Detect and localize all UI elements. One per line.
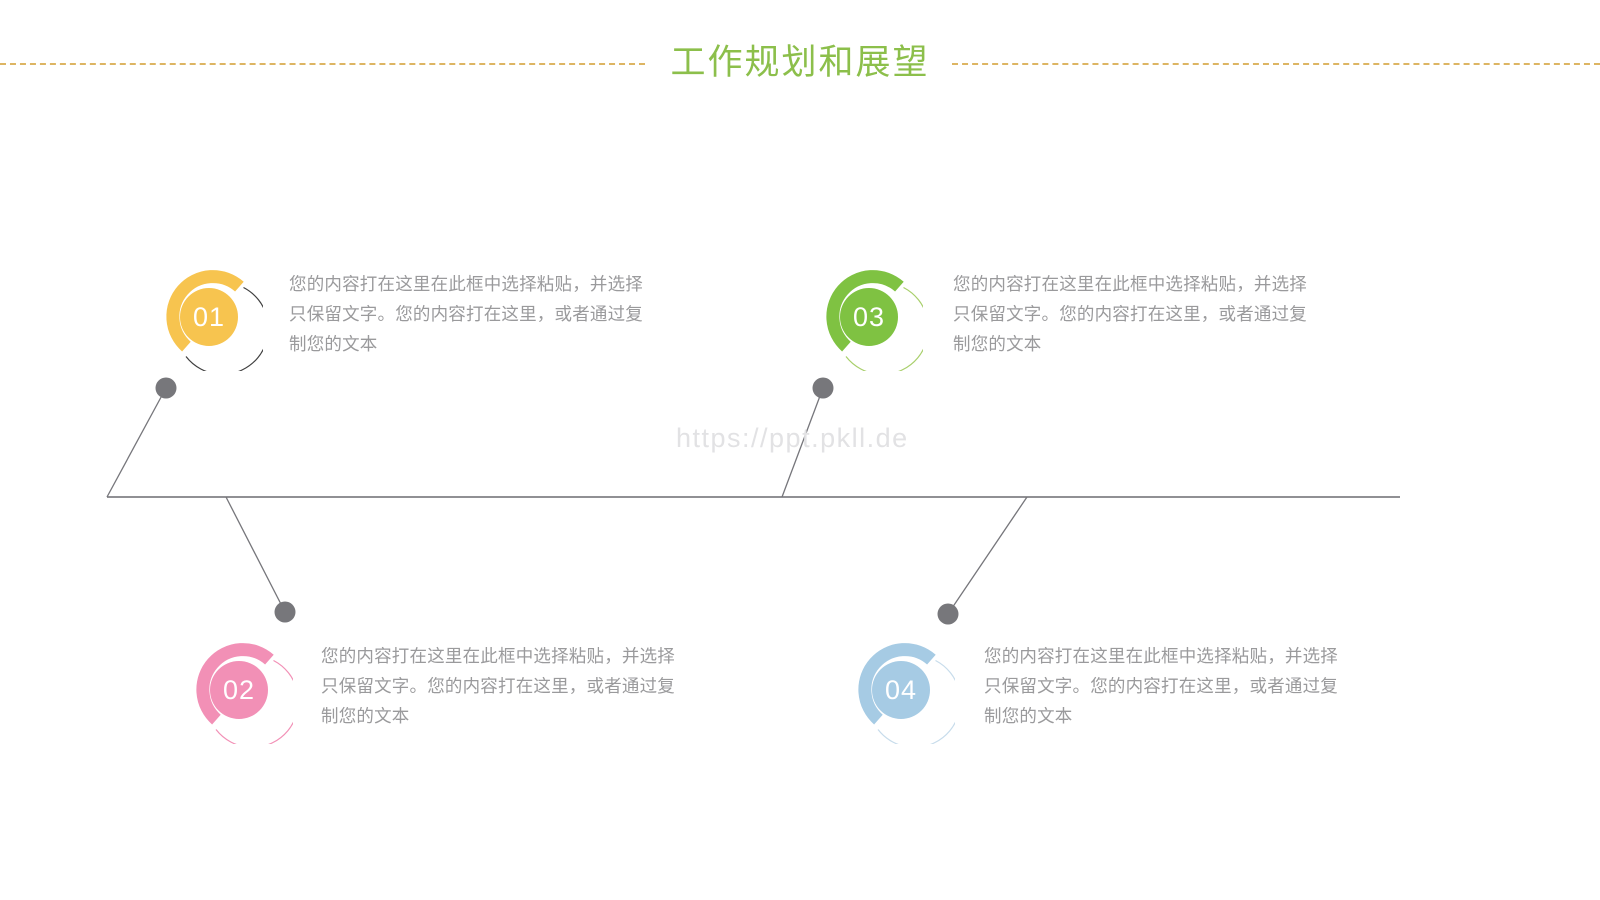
badge-disc-01 — [180, 288, 238, 346]
connector-dot-01 — [155, 377, 177, 399]
badge-outline-arc-02 — [215, 659, 293, 744]
badge-ring-arc-01 — [166, 270, 244, 352]
badge-disc-02 — [210, 661, 268, 719]
badge-ring-arc-02 — [196, 643, 274, 725]
badge-ring-arc-04 — [858, 643, 936, 725]
connector-diagonal-03 — [781, 387, 824, 498]
item-text-03: 您的内容打在这里在此框中选择粘贴，并选择只保留文字。您的内容打在这里，或者通过复… — [953, 274, 1307, 354]
connector-diagonal-02 — [225, 496, 286, 613]
badge-disc-03 — [840, 288, 898, 346]
item-text-04: 您的内容打在这里在此框中选择粘贴，并选择只保留文字。您的内容打在这里，或者通过复… — [984, 646, 1338, 726]
badge-02[interactable]: 02 — [185, 636, 293, 744]
connector-diagonal-01 — [106, 387, 167, 498]
connector-dot-03 — [812, 377, 834, 399]
badge-01[interactable]: 01 — [155, 263, 263, 371]
slide-header: 工作规划和展望 — [0, 0, 1600, 130]
badge-outline-arc-03 — [845, 286, 923, 371]
badge-outline-arc-04 — [877, 659, 955, 744]
page-title: 工作规划和展望 — [670, 43, 930, 82]
badge-outline-arc-01 — [185, 286, 263, 371]
title-rule-right — [952, 63, 1600, 65]
badge-ring-arc-03 — [826, 270, 904, 352]
title-rule-left — [0, 63, 645, 65]
connector-dot-04 — [937, 603, 959, 625]
watermark: https://ppt.pkll.de — [676, 423, 909, 453]
item-text-01: 您的内容打在这里在此框中选择粘贴，并选择只保留文字。您的内容打在这里，或者通过复… — [289, 274, 643, 354]
item-text-02: 您的内容打在这里在此框中选择粘贴，并选择只保留文字。您的内容打在这里，或者通过复… — [321, 646, 675, 726]
badge-03[interactable]: 03 — [815, 263, 923, 371]
badge-04[interactable]: 04 — [847, 636, 955, 744]
connector-dot-02 — [274, 601, 296, 623]
badge-disc-04 — [872, 661, 930, 719]
connector-diagonal-04 — [947, 496, 1028, 615]
